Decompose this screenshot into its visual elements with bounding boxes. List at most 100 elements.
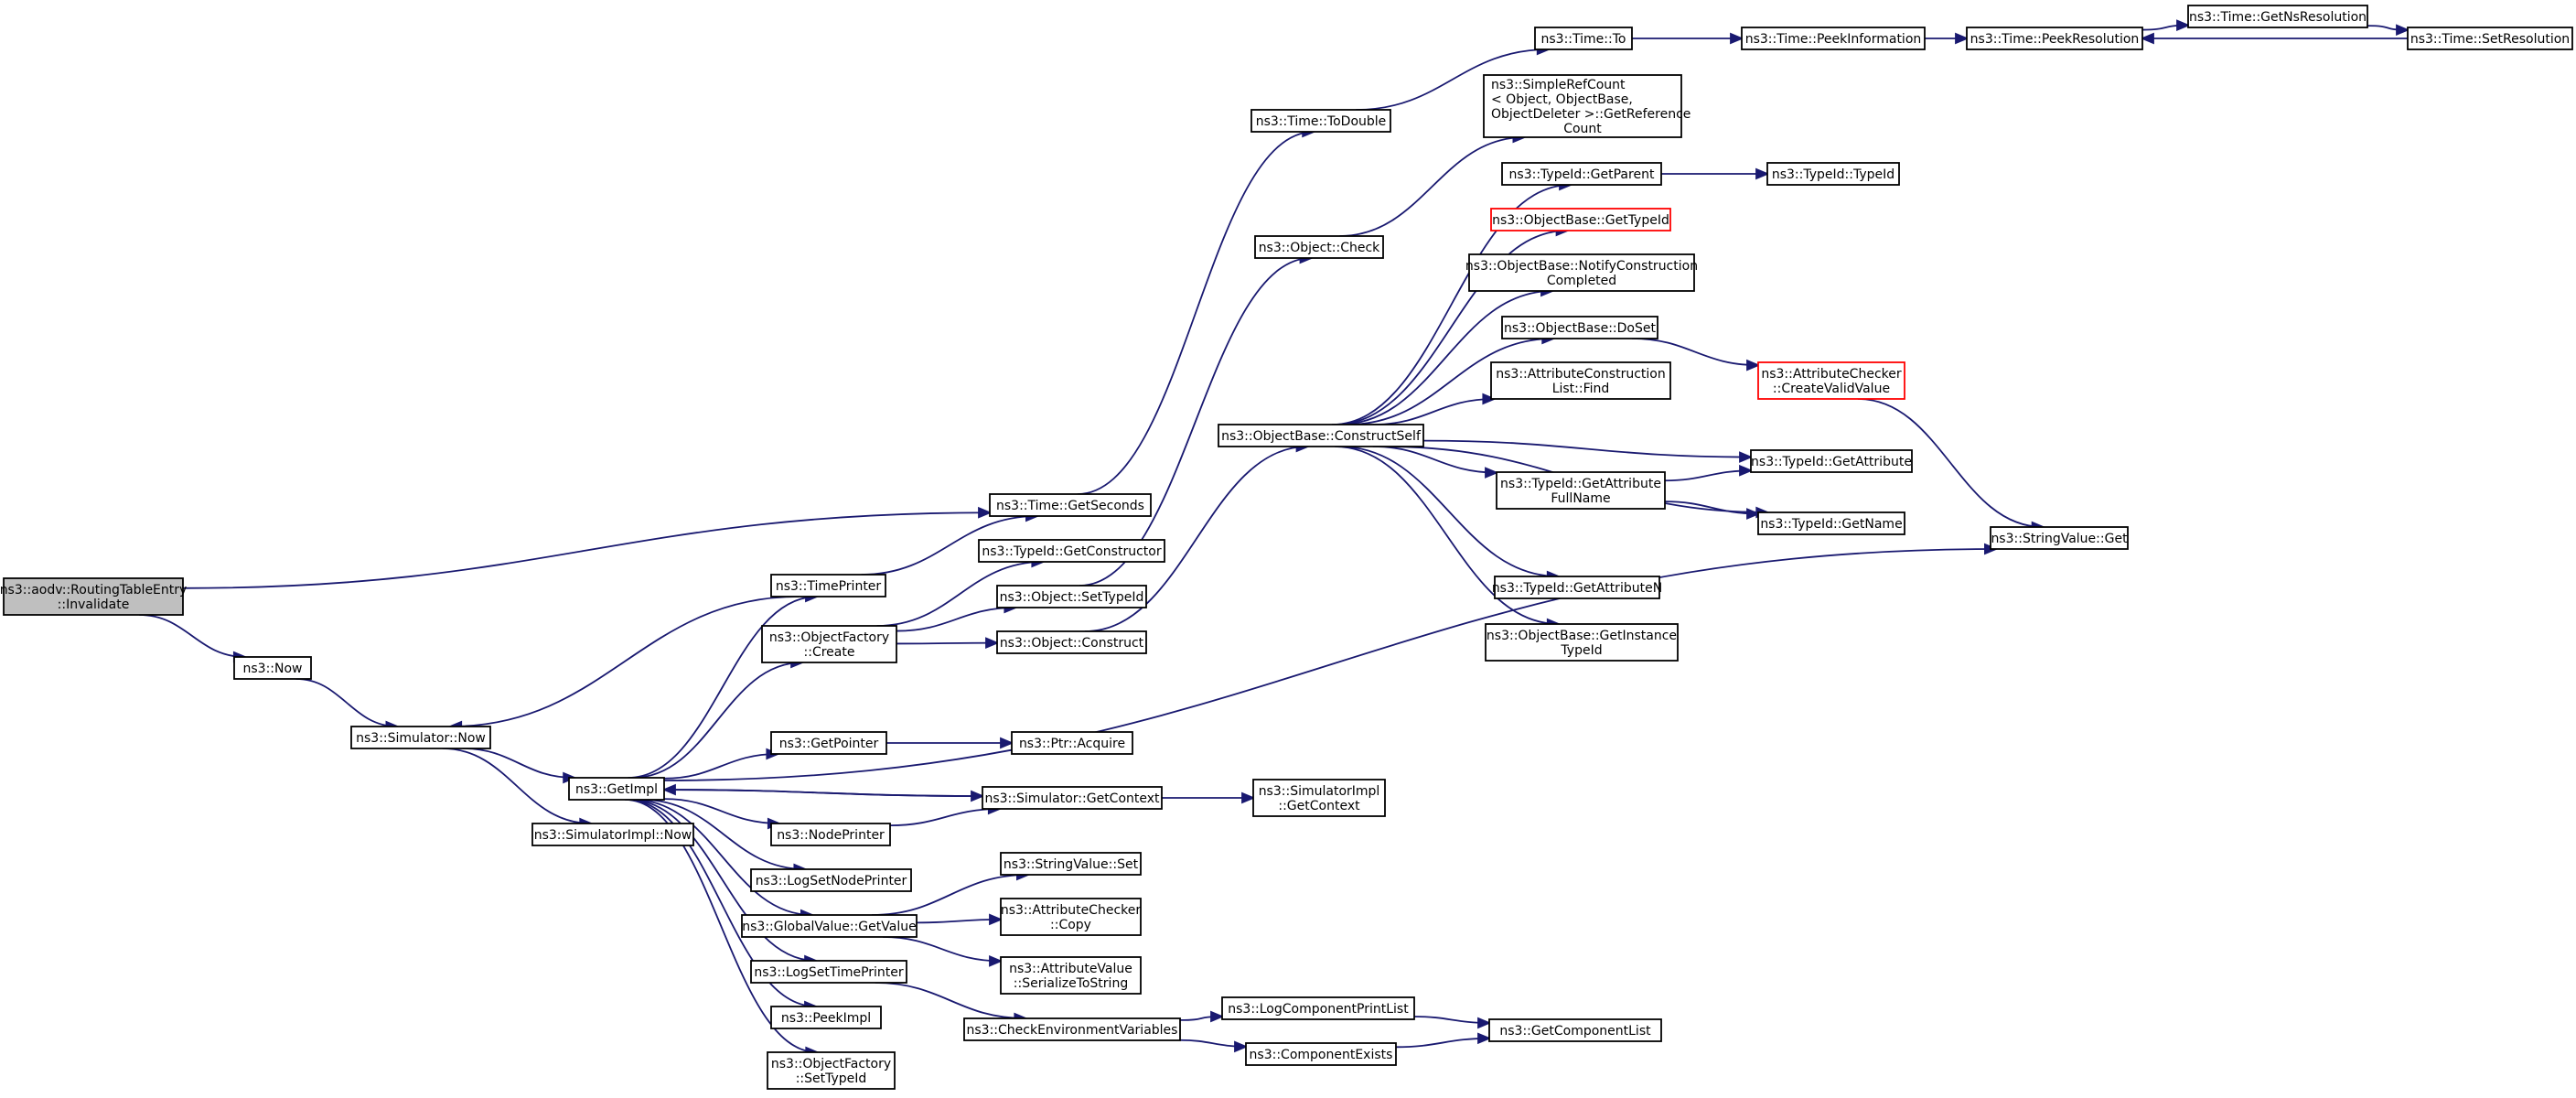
node-typeidgetname[interactable]: ns3::TypeId::GetName [1757,511,1905,535]
node-timeto[interactable]: ns3::Time::To [1534,27,1633,50]
node-box [1485,623,1679,662]
edge-objbaseconstructself-to-objbasenotify [1338,285,1555,425]
node-label-line: ns3::ObjectFactory [771,1057,891,1071]
node-typeidgetconstructor[interactable]: ns3::TypeId::GetConstructor [978,539,1165,563]
edge-typeidgetattrfullname-to-typeidgetname [1664,501,1761,520]
node-strvalset[interactable]: ns3::StringValue::Set [1000,852,1142,876]
node-label-line: ns3::AttributeConstruction [1496,367,1665,382]
node-simplerefcount[interactable]: ns3::SimpleRefCount< Object, ObjectBase,… [1483,74,1690,138]
node-now[interactable]: ns3::Now [233,656,312,680]
node-objbasegettypeid[interactable]: ns3::ObjectBase::GetTypeId [1490,208,1671,231]
node-label-line: ns3::ComponentExists [1250,1048,1393,1062]
node-box [741,914,918,938]
node-objconstruct[interactable]: ns3::Object::Construct [996,630,1147,654]
node-typeidtypeid[interactable]: ns3::TypeId::TypeId [1766,162,1900,186]
edge-line [633,799,812,916]
edge-line [442,748,592,824]
node-getimpl[interactable]: ns3::GetImpl [568,777,665,801]
node-attrcheckercreate[interactable]: ns3::AttributeChecker::CreateValidValue [1757,361,1905,400]
node-simimplgetcontext[interactable]: ns3::SimulatorImpl::GetContext [1252,779,1386,817]
node-label-line: ns3::TypeId::TypeId [1772,167,1894,182]
node-label-line: ns3::TimePrinter [776,579,882,594]
edge-logcompprintlist-to-getcomplist [1413,1016,1492,1029]
node-timegetseconds[interactable]: ns3::Time::GetSeconds [989,493,1152,517]
node-objcheck[interactable]: ns3::Object::Check [1254,235,1384,259]
edge-line [1664,469,1752,482]
node-strvalget[interactable]: ns3::StringValue::Get [1990,526,2129,550]
node-label-line: ns3::Ptr::Acquire [1019,737,1125,751]
edge-objbaseconstructself-to-typeidgetattrfullname [1372,446,1499,479]
node-label-line: ObjectDeleter >::GetReference [1491,107,1690,122]
arrowhead-icon [989,955,1004,967]
node-timetodouble[interactable]: ns3::Time::ToDouble [1250,109,1391,133]
node-peekimpl[interactable]: ns3::PeekImpl [770,1006,882,1029]
node-logsettimeprinter[interactable]: ns3::LogSetTimePrinter [750,960,907,984]
arrowhead-icon [1755,167,1770,180]
node-label-line: ns3::Time::To [1541,32,1626,47]
node-timesetres[interactable]: ns3::Time::SetResolution [2407,27,2573,50]
edge-line [883,936,1002,963]
node-typeidgetparent[interactable]: ns3::TypeId::GetParent [1501,162,1662,186]
node-objfactcreate[interactable]: ns3::ObjectFactory::Create [761,625,897,663]
edge-line [1335,446,1559,625]
node-timeprinter[interactable]: ns3::TimePrinter [770,574,886,597]
node-label-line: ns3::TypeId::GetParent [1509,167,1655,182]
edge-objbaseconstructself-to-typeidgetattrn [1339,446,1562,583]
node-timegetnsres[interactable]: ns3::Time::GetNsResolution [2187,5,2368,28]
node-getcomplist[interactable]: ns3::GetComponentList [1488,1018,1662,1042]
edge-line [628,799,817,962]
node-simimplnow[interactable]: ns3::SimulatorImpl::Now [531,823,694,846]
node-getpointer[interactable]: ns3::GetPointer [770,731,887,755]
node-timepeekres[interactable]: ns3::Time::PeekResolution [1966,27,2143,50]
node-label-line: ns3::ObjectBase::GetTypeId [1492,213,1669,228]
node-simnow[interactable]: ns3::Simulator::Now [350,726,491,749]
node-objfactsettypeid[interactable]: ns3::ObjectFactory::SetTypeId [767,1051,896,1090]
node-objbaseconstructself[interactable]: ns3::ObjectBase::ConstructSelf [1218,424,1424,447]
node-attrvalser[interactable]: ns3::AttributeValue::SerializeToString [1000,956,1142,995]
node-logsetnodeprinter[interactable]: ns3::LogSetNodePrinter [750,868,912,892]
edge-line [182,511,991,589]
node-timepeekinfo[interactable]: ns3::Time::PeekInformation [1741,27,1926,50]
node-box [750,960,907,984]
node-box [978,539,1165,563]
node-typeidgetattrn[interactable]: ns3::TypeId::GetAttributeN [1492,576,1662,599]
node-typeidgetattr[interactable]: ns3::TypeId::GetAttribute [1750,449,1913,473]
edge-line [295,678,398,727]
node-gvgetvalue[interactable]: ns3::GlobalValue::GetValue [741,914,918,938]
node-label-line: ::Create [804,645,855,660]
node-box [963,1017,1181,1041]
edge-root-to-timegetseconds [182,506,993,589]
edge-line [628,596,817,779]
node-nodeprinter[interactable]: ns3::NodePrinter [770,823,891,846]
edge-line [632,662,803,779]
node-box [767,1051,896,1090]
node-simgetcontext[interactable]: ns3::Simulator::GetContext [982,786,1163,810]
edge-line [1079,257,1312,587]
node-label-line: ::CreateValidValue [1773,382,1890,396]
node-checkenv[interactable]: ns3::CheckEnvironmentVariables [963,1017,1181,1041]
node-label-line: ns3::NodePrinter [777,828,885,843]
edge-timegetnsres-to-timesetres [2367,24,2410,37]
edge-line [1857,398,2044,528]
node-box [770,1006,882,1029]
node-box [531,823,694,846]
node-objbasedoset[interactable]: ns3::ObjectBase::DoSet [1501,316,1658,339]
edge-line [663,798,779,824]
node-box [1000,852,1142,876]
node-box [1741,27,1926,50]
node-objbasenotify[interactable]: ns3::ObjectBase::NotifyConstructionCompl… [1465,253,1698,292]
node-root[interactable]: ns3::aodv::RoutingTableEntry::Invalidate [0,577,187,616]
node-label-line: ns3::Time::ToDouble [1256,114,1387,129]
node-logcompprintlist[interactable]: ns3::LogComponentPrintList [1221,996,1415,1020]
node-attrcheckercopy[interactable]: ns3::AttributeChecker::Copy [1000,898,1142,936]
node-box [1468,253,1695,292]
edge-gvgetvalue-to-attrvalser [883,936,1004,967]
node-objsettypeid[interactable]: ns3::Object::SetTypeId [996,585,1147,608]
node-box [1000,898,1142,936]
edge-objfactcreate-to-objconstruct [896,637,1000,649]
node-ptracquire[interactable]: ns3::Ptr::Acquire [1011,731,1133,755]
node-compexists[interactable]: ns3::ComponentExists [1245,1042,1397,1066]
